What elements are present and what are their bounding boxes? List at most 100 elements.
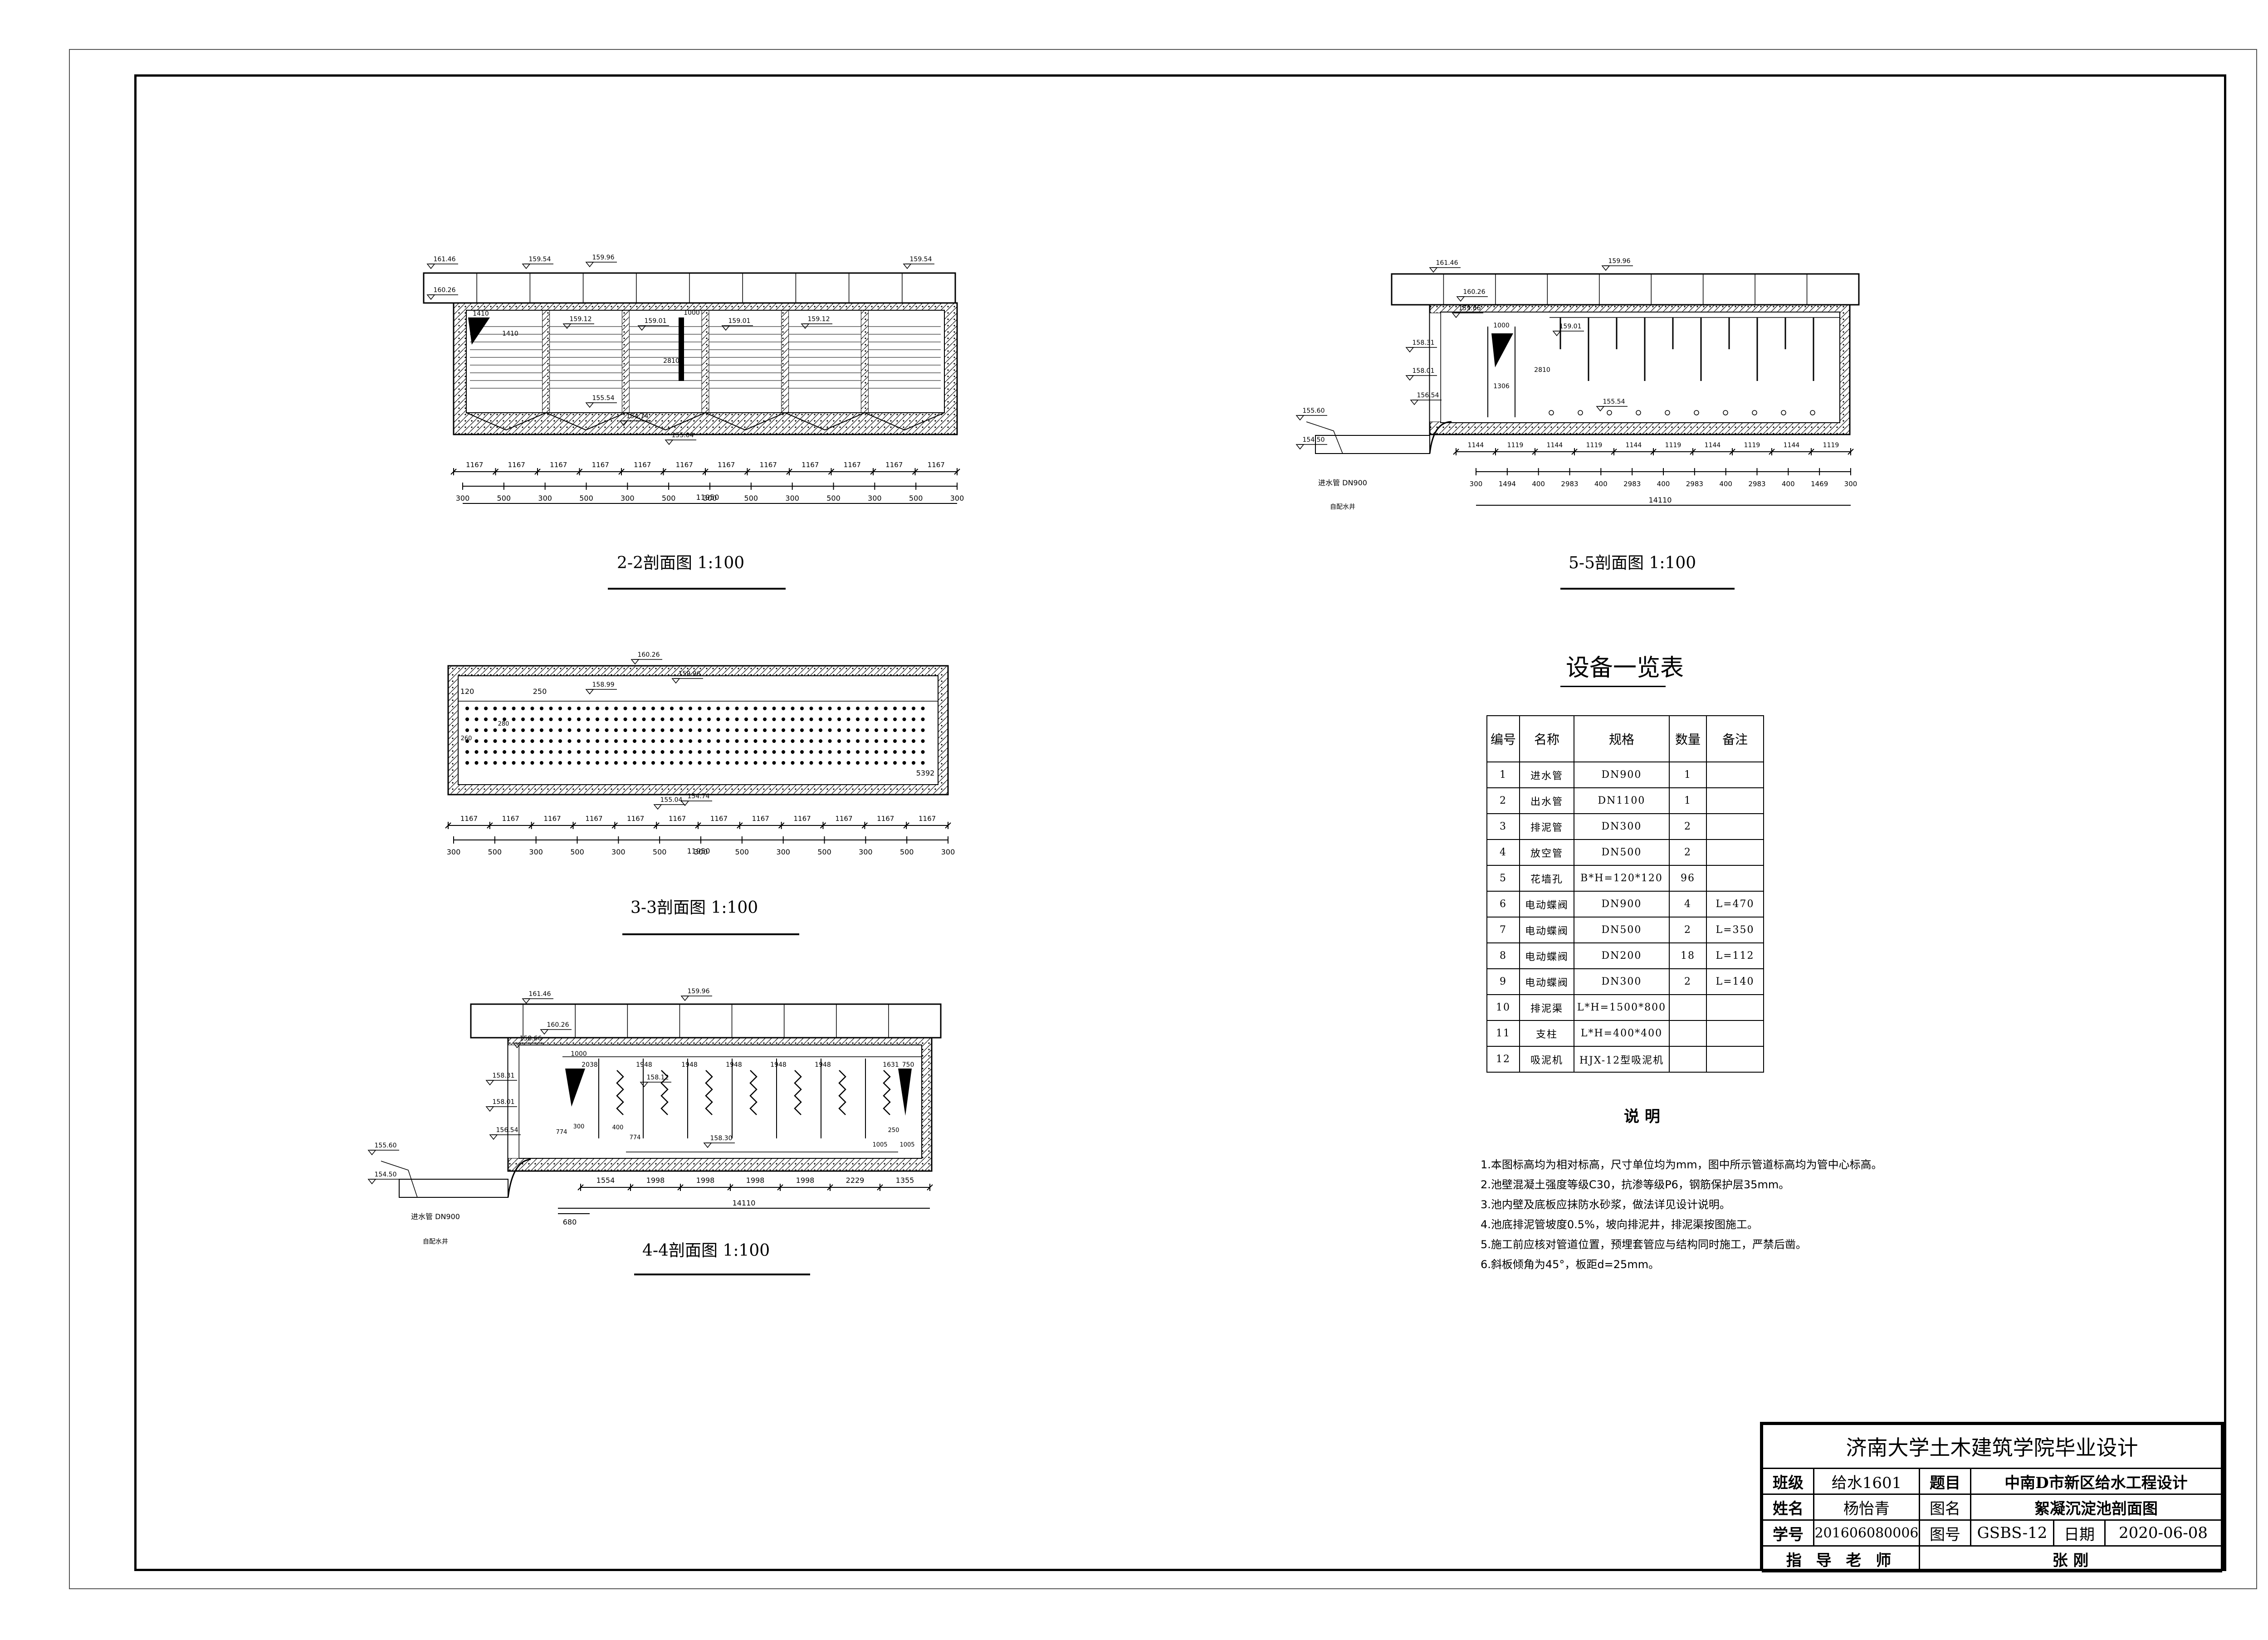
- orifice-hole: [605, 707, 609, 710]
- orifice-hole: [660, 707, 665, 710]
- row-index: 12: [1486, 1046, 1520, 1073]
- row-index: 4: [1486, 839, 1520, 866]
- orifice-hole: [846, 750, 850, 754]
- orifice-hole: [819, 750, 822, 754]
- orifice-hole: [567, 739, 572, 743]
- elevation-triangle: [1429, 267, 1438, 273]
- elevation-label: 159.54: [529, 256, 551, 263]
- orifice-hole: [474, 728, 479, 732]
- orifice-hole: [865, 750, 869, 754]
- dim-top-slash: [744, 469, 751, 475]
- note-item: 6.斜板倾角为45°，板距d=25mm。: [1481, 1258, 1660, 1271]
- orifice-hole: [512, 739, 516, 743]
- elevation-label: 159.96: [1608, 258, 1631, 265]
- row-remark: [1706, 1020, 1764, 1047]
- dim-top-label: 1167: [718, 461, 735, 469]
- orifice-hole: [772, 718, 776, 721]
- orifice-hole: [670, 728, 674, 732]
- orifice-hole: [614, 739, 618, 743]
- elevation-label: 160.26: [547, 1021, 569, 1029]
- orifice-hole: [782, 728, 785, 732]
- dim-bottom-label: 300: [611, 848, 626, 856]
- orifice-hole: [884, 761, 888, 765]
- orifice-hole: [567, 761, 572, 765]
- dim-label: 2810: [663, 357, 679, 365]
- orifice-hole: [893, 750, 897, 754]
- orifice-hole: [670, 761, 674, 765]
- orifice-hole: [474, 750, 479, 754]
- dim-label: 1000: [684, 309, 700, 317]
- dim-bottom-label: 300: [456, 494, 470, 503]
- orifice-hole: [902, 718, 906, 721]
- elevation-triangle: [489, 1134, 498, 1140]
- orifice-hole: [875, 718, 878, 721]
- dim-top-label: 1167: [669, 815, 686, 823]
- orifice-hole: [846, 728, 850, 732]
- orifice-hole: [651, 707, 655, 710]
- orifice-hole: [707, 761, 711, 765]
- dim-row-slash: [827, 1184, 833, 1191]
- pipe-label: 进水管 DN900: [1318, 478, 1367, 487]
- dim-row-label: 2229: [846, 1176, 865, 1185]
- dim-top-slash: [450, 469, 457, 475]
- row-spec: HJX-12型吸泥机: [1574, 1046, 1670, 1073]
- elevation-triangle: [1405, 375, 1414, 381]
- dim-bottom-label: 300: [694, 848, 708, 856]
- orifice-hole: [493, 750, 497, 754]
- dim-top-label: 1144: [1468, 442, 1484, 449]
- orifice-hole: [484, 750, 488, 754]
- zigzag-plate: [838, 1070, 846, 1115]
- orifice-hole: [875, 761, 878, 765]
- orifice-hole: [642, 739, 646, 743]
- orifice-hole: [716, 739, 720, 743]
- pipe-label: 进水管 DN900: [411, 1212, 460, 1221]
- orifice-hole: [530, 761, 534, 765]
- orifice-hole: [493, 761, 497, 765]
- dim-row-label: 1998: [796, 1176, 815, 1185]
- sludge-outlet: [1607, 410, 1612, 415]
- orifice-hole: [846, 707, 850, 710]
- elevation-label: 160.26: [434, 287, 456, 294]
- orifice-hole: [474, 707, 479, 710]
- orifice-hole: [875, 707, 878, 710]
- sludge-outlet: [1752, 410, 1757, 415]
- orifice-hole: [642, 728, 646, 732]
- class-label: 班级: [1762, 1468, 1814, 1495]
- orifice-hole: [716, 761, 720, 765]
- dim-bottom-label: 300: [785, 494, 799, 503]
- orifice-hole: [828, 761, 832, 765]
- elevation-label: 159.12: [808, 316, 830, 323]
- orifice-hole: [707, 739, 711, 743]
- inlet-fill: [468, 317, 490, 345]
- dim-bottom-label: 500: [826, 494, 841, 503]
- orifice-hole: [791, 707, 795, 710]
- sludge-outlet: [1665, 410, 1670, 415]
- row-qty: 18: [1669, 942, 1707, 969]
- orifice-hole: [670, 739, 674, 743]
- orifice-hole: [893, 761, 897, 765]
- elevation-triangle: [367, 1179, 376, 1185]
- dim-label: 1410: [502, 330, 518, 337]
- caption-underline-4-4: [634, 1274, 810, 1275]
- orifice-hole: [875, 750, 878, 754]
- advisor-value: 张 刚: [1919, 1545, 2222, 1572]
- orifice-hole: [744, 739, 748, 743]
- orifice-hole: [865, 718, 869, 721]
- orifice-hole: [902, 761, 906, 765]
- orifice-hole: [800, 707, 804, 710]
- ground-line: [1306, 421, 1343, 454]
- dim-top-slash: [660, 469, 667, 475]
- dim-bottom-label: 300: [950, 494, 964, 503]
- orifice-hole: [642, 750, 646, 754]
- orifice-hole: [605, 728, 609, 732]
- orifice-hole: [521, 739, 525, 743]
- orifice-hole: [912, 707, 915, 710]
- orifice-hole: [772, 739, 776, 743]
- orifice-hole: [577, 707, 581, 710]
- orifice-hole: [782, 718, 785, 721]
- dim-label: 774: [556, 1129, 567, 1136]
- dim-top-label: 1167: [550, 461, 567, 469]
- orifice-hole: [828, 728, 832, 732]
